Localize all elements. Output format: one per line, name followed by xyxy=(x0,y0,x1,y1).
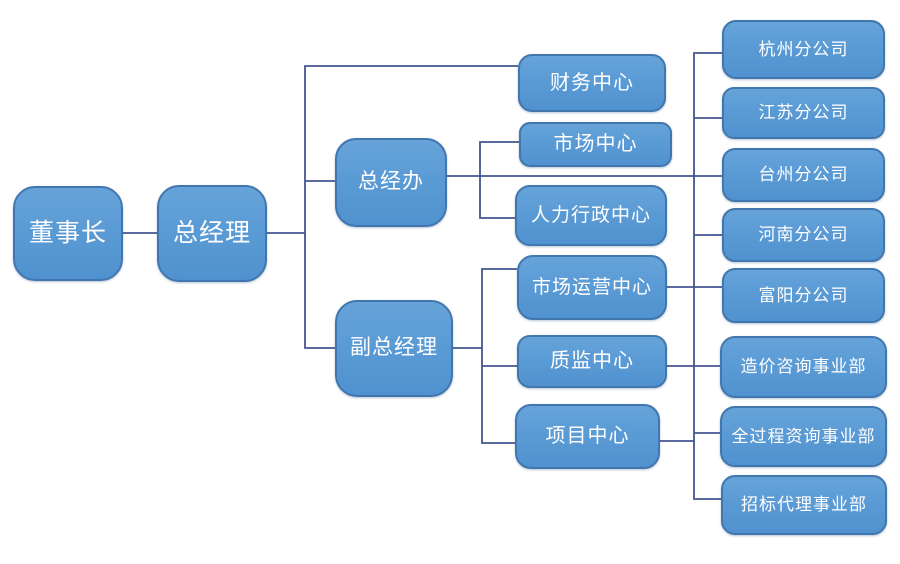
org-node-market-center: 市场中心 xyxy=(519,122,672,167)
org-node-quality-center: 质监中心 xyxy=(517,335,667,388)
org-node-deputy-gm: 副总经理 xyxy=(335,300,453,397)
org-node-cost-consulting-div: 造价咨询事业部 xyxy=(720,336,887,398)
org-node-taizhou-branch: 台州分公司 xyxy=(722,148,885,202)
org-node-project-center: 项目中心 xyxy=(515,404,660,469)
org-node-market-ops-center: 市场运营中心 xyxy=(517,255,667,320)
org-node-hr-admin-center: 人力行政中心 xyxy=(515,185,667,246)
org-node-henan-branch: 河南分公司 xyxy=(722,208,885,262)
org-node-whole-process-div: 全过程资询事业部 xyxy=(720,406,887,467)
org-node-chairman: 董事长 xyxy=(13,186,123,281)
org-node-general-manager: 总经理 xyxy=(157,185,267,282)
edge-gm-office-children-spine xyxy=(479,141,519,219)
edge-deputy-children-spine xyxy=(481,268,517,444)
org-node-jiangsu-branch: 江苏分公司 xyxy=(722,87,885,139)
org-node-gm-office: 总经办 xyxy=(335,138,447,227)
org-node-finance-center: 财务中心 xyxy=(518,54,666,112)
org-node-hangzhou-branch: 杭州分公司 xyxy=(722,20,885,79)
org-node-bidding-agency-div: 招标代理事业部 xyxy=(721,475,887,535)
org-node-fuyang-branch: 富阳分公司 xyxy=(722,268,885,323)
edge-trunk-spine xyxy=(693,52,722,500)
